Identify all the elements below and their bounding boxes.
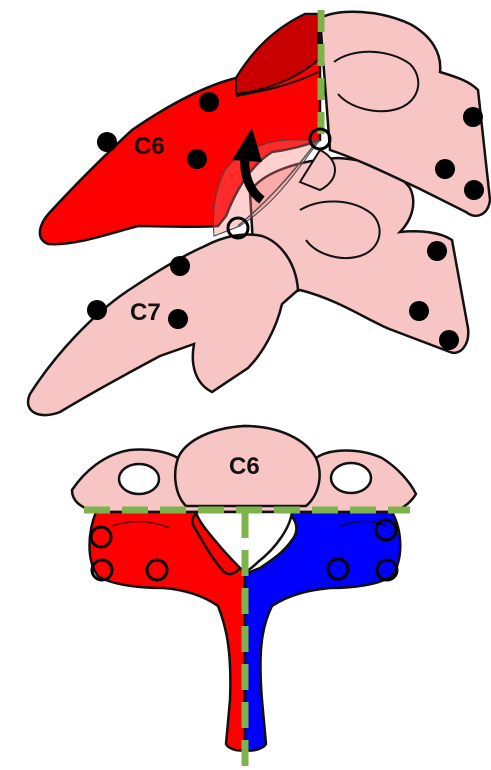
c7-arch — [28, 234, 298, 415]
c7-dot-5 — [409, 301, 429, 321]
c6-dot-right-3 — [464, 180, 484, 200]
c7-dot-3 — [168, 309, 188, 329]
c6-dot-right-2 — [435, 159, 455, 179]
c6-dot-red-3 — [187, 149, 207, 169]
right-foramen — [331, 463, 371, 493]
c7-dot-1 — [170, 256, 190, 276]
c6-axial-label: C6 — [229, 453, 260, 480]
c7-label: C7 — [130, 299, 161, 326]
c6-dot-red-2 — [97, 132, 117, 152]
c6-dot-red-1 — [199, 92, 219, 112]
left-foramen — [119, 464, 159, 494]
axial-view: C6 — [72, 426, 416, 770]
c7-dot-2 — [87, 300, 107, 320]
c6-lateral-label: C6 — [134, 133, 165, 160]
lateral-view: C7 C6 — [28, 10, 490, 415]
c7-dot-6 — [439, 330, 459, 350]
c7-dot-4 — [427, 241, 447, 261]
c6-dot-right-1 — [463, 107, 483, 127]
